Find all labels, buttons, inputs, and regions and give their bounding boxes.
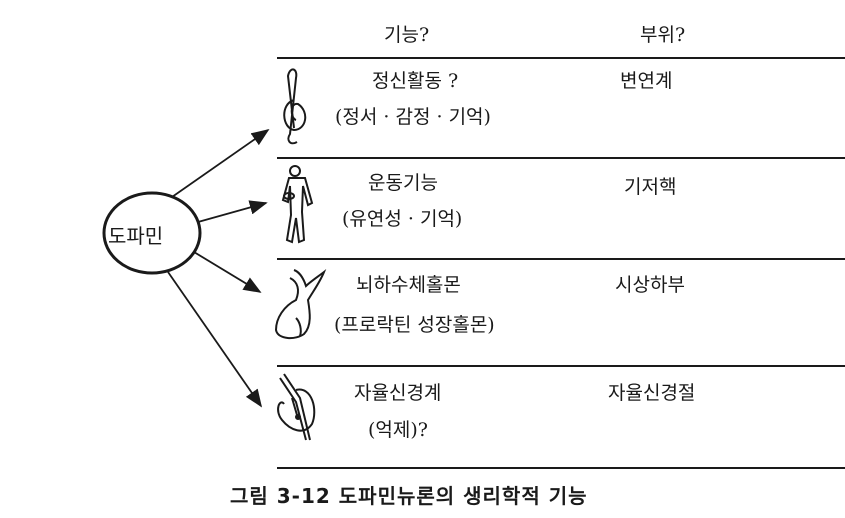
nerve-ganglion-icon: [277, 373, 316, 441]
row-site: 변연계: [620, 70, 673, 92]
row-site: 시상하부: [615, 274, 685, 296]
header-site: 부위?: [640, 24, 686, 46]
arrow-to-motor: [197, 200, 268, 223]
divider: [277, 365, 845, 367]
arrow-to-mental: [171, 128, 270, 198]
divider: [277, 157, 845, 159]
divider: [277, 467, 845, 469]
row-site: 자율신경절: [608, 382, 696, 404]
row-site: 기저핵: [624, 176, 677, 198]
row-function: 뇌하수체홀몬: [356, 274, 461, 296]
figure-caption: 그림 3-12 도파민뉴론의 생리학적 기능: [230, 484, 588, 508]
arrow-to-autonomic: [167, 271, 263, 408]
divider: [277, 57, 845, 59]
human-figure-icon: [281, 165, 314, 244]
row-detail: (유연성 · 기억): [342, 208, 463, 230]
row-detail: (정서 · 감정 · 기억): [335, 106, 491, 128]
arrow-to-hormone: [193, 251, 262, 293]
pituitary-gland-icon: [274, 269, 327, 340]
dopamine-node-oval: [102, 191, 202, 275]
header-function: 기능?: [384, 24, 430, 46]
row-function: 운동기능: [368, 172, 438, 194]
treble-clef-icon: [283, 68, 307, 145]
row-detail: (프로락틴 성장홀몬): [334, 314, 495, 336]
divider: [277, 258, 845, 260]
row-function: 자율신경계: [354, 382, 442, 404]
center-node-label: 도파민: [108, 224, 164, 248]
row-function: 정신활동 ?: [372, 70, 459, 92]
row-detail: (억제)?: [368, 419, 428, 441]
